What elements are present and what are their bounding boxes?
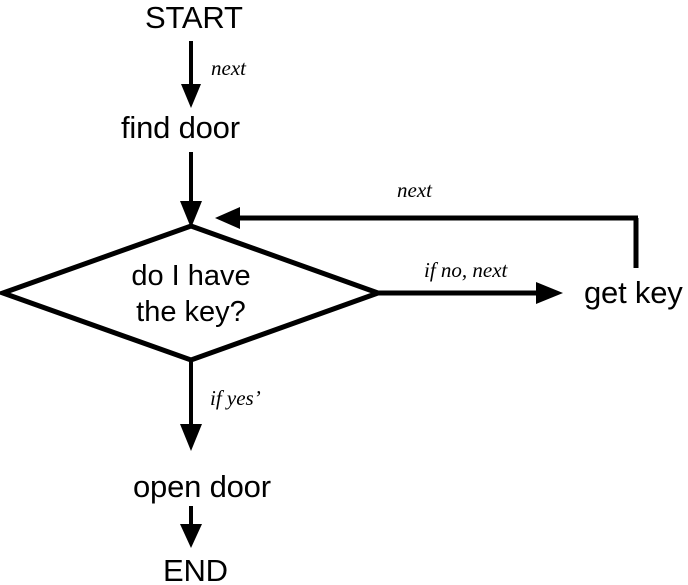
node-decision-label-line1: do I have [131, 260, 251, 292]
edge-find-door-to-decision [180, 152, 202, 228]
node-get-key-label: get key [584, 275, 683, 310]
edge-decision-to-get-key-arrowhead [536, 282, 563, 304]
node-end-label: END [163, 553, 228, 585]
edge-start-to-find-door-arrowhead [181, 84, 201, 108]
node-decision-label-line2: the key? [136, 296, 246, 328]
node-decision-label: do I have the key? [0, 258, 382, 330]
edge-find-door-to-decision-arrowhead [180, 201, 202, 228]
node-start-label: START [145, 0, 243, 35]
decision-diamond [0, 223, 386, 363]
edge-decision-to-open-door-arrowhead [180, 424, 202, 451]
edge-label-decision-to-open-door: if yes’ [210, 386, 261, 410]
edge-start-to-find-door [181, 41, 201, 108]
edge-label-start-to-find-door: next [211, 56, 246, 80]
node-open-door-label: open door [133, 469, 271, 504]
edge-decision-to-get-key [378, 282, 563, 304]
edge-label-decision-to-get-key: if no, next [424, 258, 508, 282]
edge-open-door-to-end-arrowhead [180, 524, 202, 548]
edge-get-key-to-decision [215, 207, 639, 268]
edge-decision-to-open-door [180, 362, 202, 451]
edge-open-door-to-end [180, 506, 202, 548]
node-find-door-label: find door [121, 110, 240, 145]
edge-label-get-key-to-decision: next [397, 178, 432, 202]
edge-get-key-to-decision-arrowhead [215, 207, 240, 229]
